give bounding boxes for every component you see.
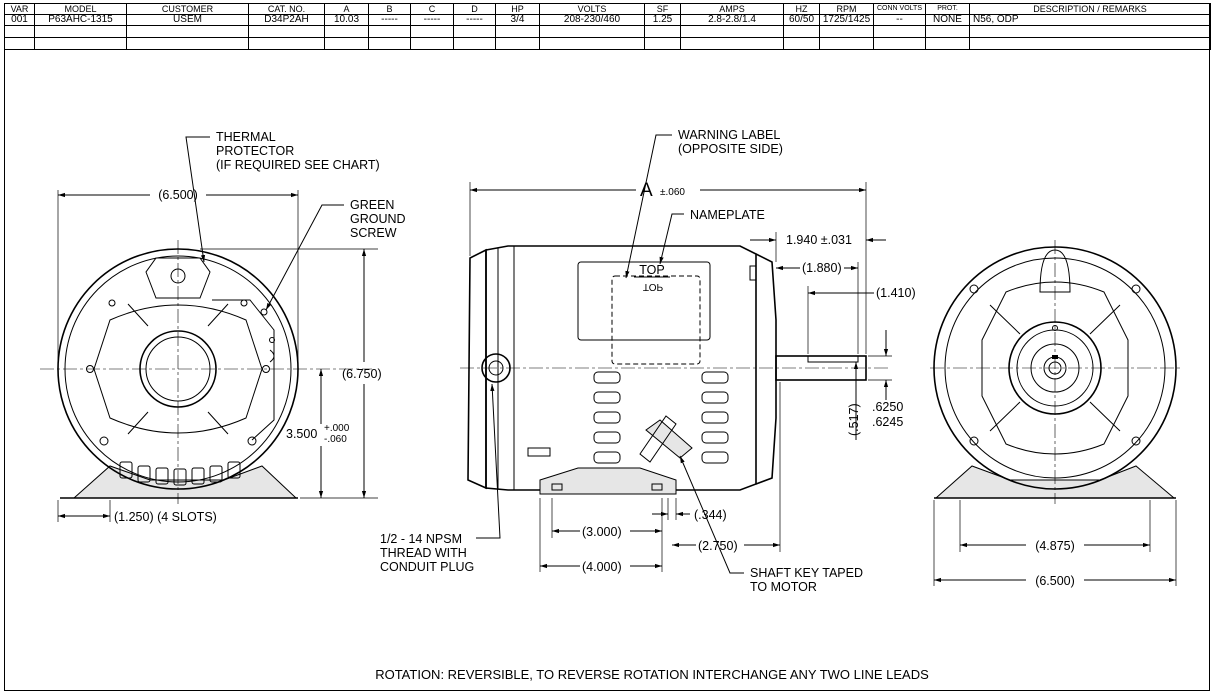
front-height-dim: (6.750) [342, 367, 382, 381]
warning-label-line1: WARNING LABEL [678, 128, 780, 142]
shaft-key-line2: TO MOTOR [750, 580, 817, 594]
dim-2750: (2.750) [698, 539, 738, 553]
conduit-label-line2: THREAD WITH [380, 546, 467, 560]
shaft-dia-max: .6250 [872, 400, 903, 414]
table-row: 001 P63AHC-1315 USEM D34P2AH 10.03 -----… [4, 14, 1211, 26]
end-view [930, 240, 1180, 504]
shaft-height-tol-plus: +.000 [324, 423, 350, 434]
dim-4000: (4.000) [582, 560, 622, 574]
overall-length-letter: A [640, 180, 653, 201]
side-vents-right [701, 371, 729, 464]
spec-table: VAR MODEL CUSTOMER CAT. NO. A B C D HP V… [4, 3, 1211, 50]
dim-4875: (4.875) [1035, 539, 1075, 553]
overall-length-tol: ±.060 [660, 187, 685, 198]
top-label: TOP [639, 263, 664, 277]
slots-dim: (1.250) (4 SLOTS) [114, 510, 217, 524]
thermal-label-line1: THERMAL [216, 130, 276, 144]
top-mirror-label: TOP [643, 281, 664, 292]
side-dimensions: A ±.060 WARNING LABEL (OPPOSITE SIDE) NA… [380, 128, 916, 594]
nameplate [577, 261, 711, 341]
front-dimensions: (6.500) (6.750) 3.500 +.000 -.060 (1.250… [57, 130, 406, 524]
dim-344: (.344) [694, 508, 727, 522]
side-vents-left [593, 371, 621, 464]
dim-1410: (1.410) [876, 286, 916, 300]
dim-3000: (3.000) [582, 525, 622, 539]
thermal-label-line3: (IF REQUIRED SEE CHART) [216, 158, 380, 172]
ground-label-line2: GROUND [350, 212, 406, 226]
dim-6500-end: (6.500) [1035, 574, 1075, 588]
rotation-note: ROTATION: REVERSIBLE, TO REVERSE ROTATIO… [375, 667, 929, 682]
front-vent-slots [119, 461, 241, 486]
warning-label-line2: (OPPOSITE SIDE) [678, 142, 783, 156]
conduit-label-line1: 1/2 - 14 NPSM [380, 532, 462, 546]
table-row-blank [4, 37, 1211, 50]
taped-shaft-key [645, 419, 693, 459]
thermal-label-line2: PROTECTOR [216, 144, 294, 158]
conduit-label-line3: CONDUIT PLUG [380, 560, 474, 574]
shaft-key-line1: SHAFT KEY TAPED [750, 566, 863, 580]
thermal-protector [145, 257, 211, 299]
side-base [539, 467, 677, 495]
dim-1880: (1.880) [802, 261, 842, 275]
shaft-dia-min: .6245 [872, 415, 903, 429]
front-width-dim: (6.500) [158, 188, 198, 202]
shaft-height-value: 3.500 [286, 427, 317, 441]
warning-label-area [611, 275, 701, 365]
ground-label-line3: SCREW [350, 226, 397, 240]
side-view: TOP TOP [460, 245, 890, 495]
end-dimensions: (4.875) (6.500) [933, 500, 1177, 588]
key-depth-dim: (.517) [847, 403, 861, 436]
front-view [40, 240, 372, 504]
ground-label-line1: GREEN [350, 198, 394, 212]
shaft-extension-dim: 1.940 ±.031 [786, 233, 852, 247]
nameplate-label: NAMEPLATE [690, 208, 765, 222]
shaft-height-tol-minus: -.060 [324, 434, 347, 445]
